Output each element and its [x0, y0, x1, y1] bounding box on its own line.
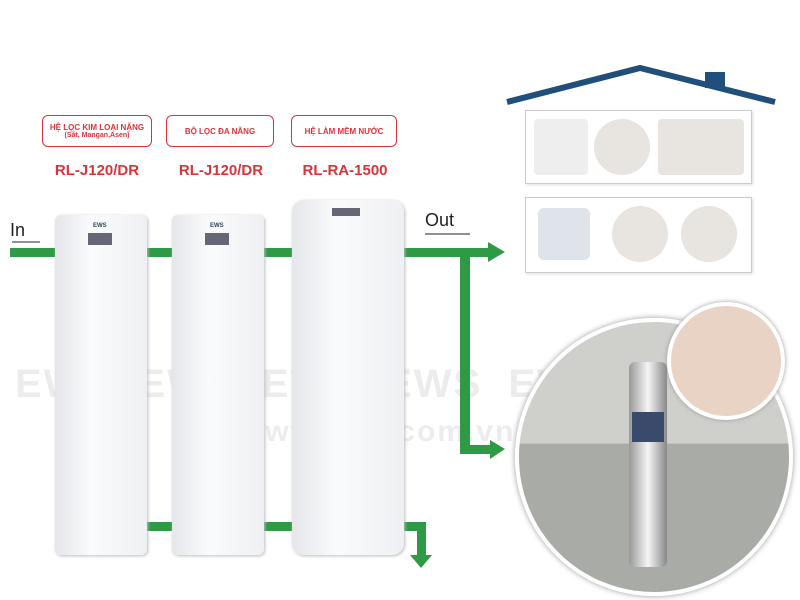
ionizer-screen	[632, 412, 664, 442]
drain-arrow	[410, 555, 432, 568]
stage-1-subtitle: (Sắt, Mangan,Asen)	[64, 132, 130, 139]
branch-pipe	[460, 445, 492, 454]
brand-logo: EWS	[210, 223, 224, 229]
stage-2-label: BỘ LỌC ĐA NĂNG	[166, 115, 274, 147]
brand-logo: EWS	[93, 223, 107, 229]
stage-2-model: RL-J120/DR	[178, 162, 264, 179]
appliance-panel-laundry	[525, 110, 752, 184]
woman-drinking-image	[667, 302, 785, 420]
control-display	[88, 233, 112, 245]
stage-2-title: BỘ LỌC ĐA NĂNG	[184, 126, 256, 136]
washing-machine-image	[534, 119, 588, 175]
stage-1-label: HỆ LỌC KIM LOẠI NẶNG(Sắt, Mangan,Asen)	[42, 115, 152, 147]
family-cleaning-image	[658, 119, 744, 175]
filter-tank-1: EWS	[55, 215, 147, 555]
control-display	[332, 208, 360, 216]
house-roof	[506, 64, 776, 105]
drain-pipe	[140, 522, 425, 531]
softener-tank	[292, 200, 404, 555]
drain-down-pipe	[417, 522, 426, 557]
branch-arrow	[490, 440, 505, 459]
vertical-pipe	[460, 248, 470, 453]
in-label: In	[10, 220, 26, 240]
house-chimney	[705, 72, 725, 88]
control-display	[205, 233, 229, 245]
stage-3-title: HỆ LÀM MỀM NƯỚC	[304, 126, 384, 136]
out-label: Out	[425, 210, 455, 230]
filter-tank-2: EWS	[172, 215, 264, 555]
stage-1-title: HỆ LỌC KIM LOẠI NẶNG	[49, 123, 145, 132]
laundry-woman-image	[594, 119, 650, 175]
ionizer-device	[629, 362, 667, 567]
stage-3-model: RL-RA-1500	[302, 162, 388, 179]
appliance-panel-bath	[525, 197, 752, 273]
stage-1-model: RL-J120/DR	[54, 162, 140, 179]
water-heater-image	[538, 208, 590, 260]
stage-3-label: HỆ LÀM MỀM NƯỚC	[291, 115, 397, 147]
out-arrow	[488, 242, 505, 262]
shower-image	[681, 206, 737, 262]
face-wash-image	[612, 206, 668, 262]
